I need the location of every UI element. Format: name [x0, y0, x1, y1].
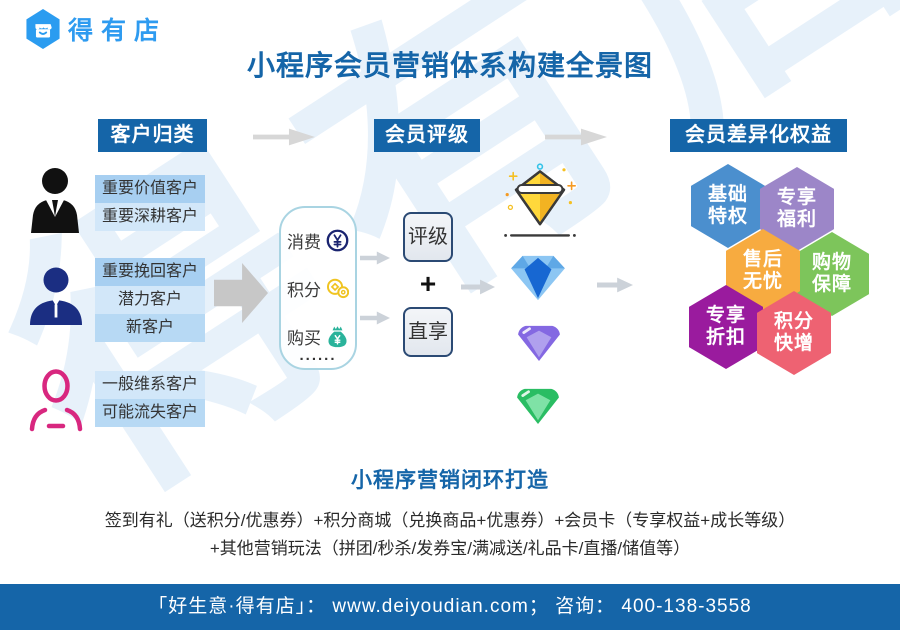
coins-icon [326, 278, 349, 299]
hexagon-label: 专享 [705, 305, 746, 326]
brand-name: 得有店 [68, 17, 168, 45]
closing-line-2: +其他营销玩法（拼团/秒杀/发券宝/满减送/礼品卡/直播/储值等） [209, 539, 691, 558]
closing-line-1: 签到有礼（送积分/优惠券）+积分商城（兑换商品+优惠券）+会员卡（专享权益+成长… [104, 511, 796, 530]
brand-logo: 得有店 [25, 9, 167, 49]
arrow-to-benefits-icon [597, 277, 633, 293]
behavior-row: 消费 [281, 228, 355, 253]
purple-diamond-icon [518, 325, 560, 362]
plus-sign: + [419, 268, 437, 299]
footer-text: 「好生意·得有店」： www.deiyoudian.com； 咨询： 400-1… [148, 596, 752, 617]
customer-label: 新客户 [95, 314, 205, 342]
person-outline-icon [29, 369, 83, 432]
blue-diamond-icon [511, 255, 565, 301]
behavior-label: 购买 [287, 329, 321, 348]
hexagon-label: 保障 [811, 274, 852, 295]
arrow-to-direct-icon [360, 311, 390, 325]
store-icon [26, 9, 60, 49]
page-title: 小程序会员营销体系构建全景图 [246, 50, 653, 81]
gold-diamond-icon [504, 163, 576, 237]
header-member-benefits: 会员差异化权益 [670, 119, 847, 152]
hexagon-label: 售后 [742, 249, 783, 270]
customer-label: 一般维系客户 [95, 371, 205, 399]
business-person-icon [31, 168, 79, 233]
customer-label: 重要深耕客户 [95, 203, 205, 231]
arrow-to-grading-icon [360, 251, 390, 265]
footer-bar: 「好生意·得有店」： www.deiyoudian.com； 咨询： 400-1… [0, 584, 900, 630]
ellipsis: ...... [299, 347, 337, 364]
flow-arrow-icon [253, 128, 315, 146]
yuan-coin-icon [326, 229, 349, 252]
customer-label: 重要价值客户 [95, 175, 205, 203]
behavior-row: 积分 [281, 276, 355, 301]
flow-arrow-icon [545, 128, 607, 146]
hexagon-label: 购物 [811, 252, 852, 273]
behavior-row: 购买 [281, 324, 355, 349]
hexagon-label: 福利 [776, 209, 817, 230]
header-customer-classify: 客户归类 [98, 119, 207, 152]
hexagon-label: 快增 [773, 333, 814, 354]
hexagon-label: 无忧 [742, 271, 783, 292]
hexagon-label: 基础 [707, 184, 748, 205]
hexagon-label: 专享 [776, 187, 817, 208]
hexagon-label: 特权 [707, 206, 748, 227]
big-arrow-icon [214, 263, 268, 323]
money-bag-icon [328, 326, 347, 348]
customer-label: 可能流失客户 [95, 399, 205, 427]
customer-label: 潜力客户 [95, 286, 205, 314]
behavior-box: 消费 积分 [279, 206, 357, 370]
hexagon-label: 折扣 [705, 327, 746, 348]
customer-label: 重要挽回客户 [95, 258, 205, 286]
direct-box: 直享 [403, 307, 453, 357]
closing-title: 小程序营销闭环打造 [351, 469, 549, 492]
person-icon [30, 267, 82, 325]
behavior-label: 积分 [287, 281, 321, 300]
hexagon-label: 积分 [773, 311, 814, 332]
arrow-to-diamond-icon [461, 279, 495, 295]
green-diamond-icon [517, 388, 559, 425]
grading-box: 评级 [403, 212, 453, 262]
behavior-label: 消费 [287, 233, 321, 252]
header-member-grading: 会员评级 [374, 119, 480, 152]
